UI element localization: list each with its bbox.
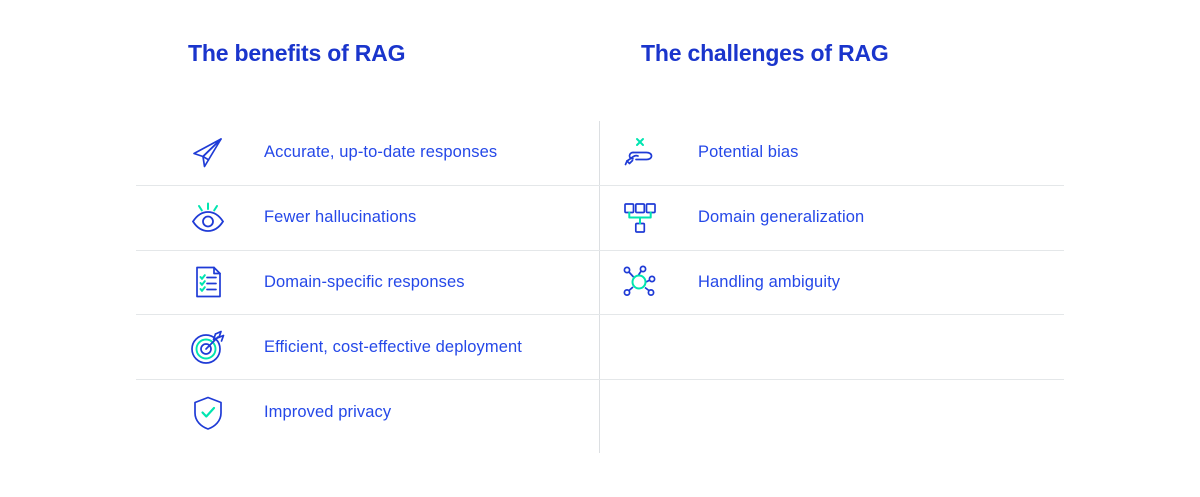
table-row: Efficient, cost-effective deployment [136, 315, 1064, 381]
benefit-cell: Accurate, up-to-date responses [136, 121, 599, 185]
benefit-cell: Fewer hallucinations [136, 186, 599, 250]
eye-icon [186, 196, 230, 240]
benefit-label: Efficient, cost-effective deployment [264, 337, 522, 356]
benefit-label: Domain-specific responses [264, 272, 465, 291]
benefit-cell: Domain-specific responses [136, 251, 599, 315]
challenge-label: Handling ambiguity [698, 272, 841, 291]
challenges-heading: The challenges of RAG [641, 40, 889, 66]
challenge-cell: Domain generalization [599, 186, 1064, 250]
benefit-cell: Improved privacy [136, 380, 599, 445]
hierarchy-icon [618, 196, 662, 240]
challenge-cell: Potential bias [599, 121, 1064, 185]
challenge-cell: Handling ambiguity [599, 251, 1064, 315]
benefits-heading: The benefits of RAG [188, 40, 406, 66]
column-headings: The benefits of RAG The challenges of RA… [0, 40, 1200, 80]
document-checklist-icon [186, 260, 230, 304]
challenge-cell-empty [599, 315, 1064, 379]
column-divider [599, 121, 600, 453]
network-nodes-icon [618, 260, 662, 304]
table-row: Fewer hallucinations [136, 186, 1064, 251]
challenge-cell-empty [599, 380, 1064, 445]
table-rows: Accurate, up-to-date responses [136, 121, 1064, 445]
paper-plane-icon [186, 131, 230, 175]
table-row: Accurate, up-to-date responses [136, 121, 1064, 186]
table-row: Improved privacy [136, 380, 1064, 445]
benefit-label: Accurate, up-to-date responses [264, 143, 498, 162]
benefit-label: Improved privacy [264, 403, 392, 422]
comparison-table: Accurate, up-to-date responses [136, 121, 1064, 453]
target-dart-icon [186, 325, 230, 369]
shield-check-icon [186, 391, 230, 435]
benefit-cell: Efficient, cost-effective deployment [136, 315, 599, 379]
challenge-label: Domain generalization [698, 208, 865, 227]
hand-cross-icon [618, 131, 662, 175]
table-row: Domain-specific responses [136, 251, 1064, 316]
challenge-label: Potential bias [698, 143, 799, 162]
benefit-label: Fewer hallucinations [264, 208, 417, 227]
